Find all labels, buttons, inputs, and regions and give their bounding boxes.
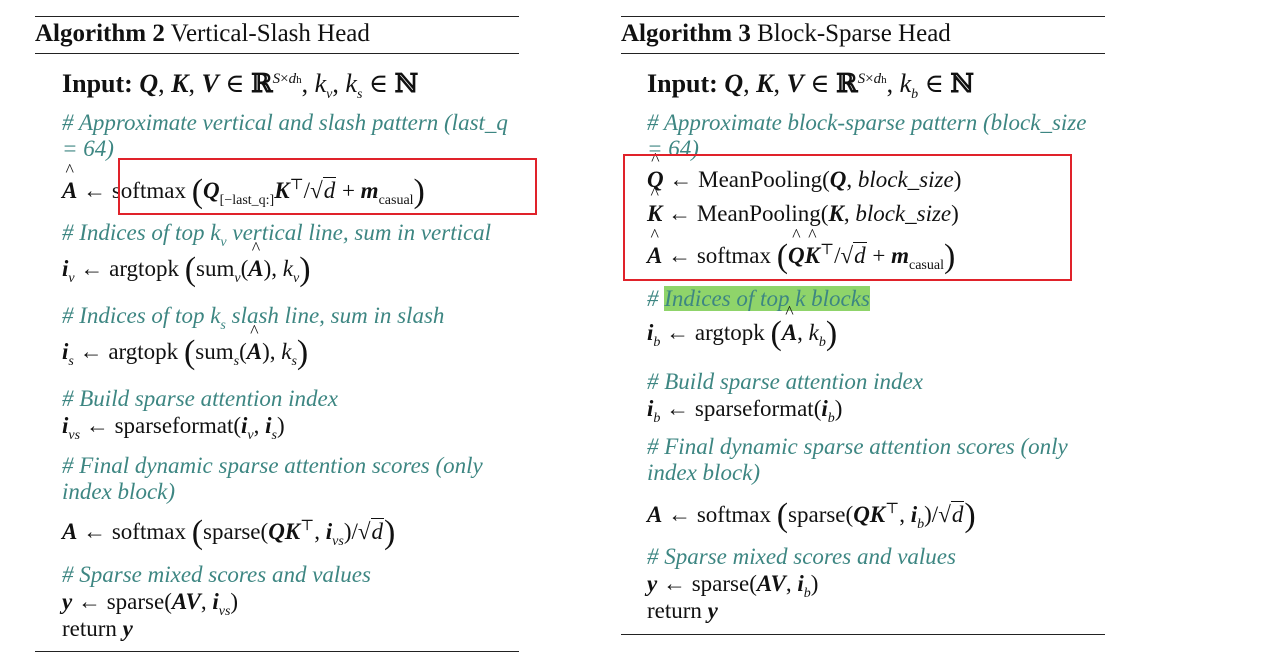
algo2-comment-final: # Final dynamic sparse attention scores … xyxy=(62,453,483,505)
algo3-block-size-k: block_size xyxy=(855,201,952,226)
algo3-input-label: Input: xyxy=(647,69,718,98)
algo3-ahat-line: A^ ← softmax (Q^K^⊤/√d + mcasual) xyxy=(647,225,956,275)
algo2-a-line: A ← softmax (sparse(QK⊤, ivs)/√d) xyxy=(62,514,396,551)
algo3-comment-indices: # Indices of top k blocks xyxy=(647,286,870,312)
algo3-meanpooling-k: MeanPooling xyxy=(696,201,821,226)
algo2-casual-sub: casual xyxy=(378,193,414,208)
algo2-header-rule xyxy=(35,53,519,54)
algo3-a-line: A ← softmax (sparse(QK⊤, ib)/√d) xyxy=(647,497,976,534)
algo3-khat-line: K^ ← MeanPooling(K, block_size) xyxy=(647,183,959,226)
algo3-title-number: Algorithm 3 xyxy=(621,20,751,47)
algo2-input-label: Input: xyxy=(62,69,133,98)
algo3-softmax-fn: softmax xyxy=(696,243,771,268)
algo2-softmax-final: softmax xyxy=(111,519,186,544)
algo2-comment-vertical: # Indices of top kv vertical line, sum i… xyxy=(62,220,492,250)
algo2-comment-final-line1: # Final dynamic sparse attention scores … xyxy=(62,453,483,478)
algo3-comment-approximate: # Approximate block-sparse pattern (bloc… xyxy=(647,110,1086,162)
algo2-comment-slash-a: # Indices of top xyxy=(62,303,205,328)
algo2-comment-slash: # Indices of top ks slash line, sum in s… xyxy=(62,303,445,333)
algo2-top-rule xyxy=(35,16,519,17)
algo2-title: Algorithm 2 Vertical-Slash Head xyxy=(35,20,370,48)
algo2-return-kw: return xyxy=(62,616,117,641)
algo3-sparse-fn: sparse xyxy=(788,502,846,527)
algo2-sparse-fn: sparse xyxy=(203,519,261,544)
algo2-bottom-rule xyxy=(35,651,519,652)
algo3-argtopk-fn: argtopk xyxy=(694,320,765,345)
algo3-return-line: return y xyxy=(647,598,718,623)
algo3-return-kw: return xyxy=(647,598,702,623)
algo2-iv-line: iv ← argtopk (sumv(A^), kv) xyxy=(62,238,311,288)
algo3-casual-sub: casual xyxy=(909,258,944,273)
algo3-input-line: Input: Q, K, V ∈ ℝS×dh, kb ∈ ℕ xyxy=(647,69,975,103)
algo3-sparseformat-line: ib ← sparseformat(ib) xyxy=(647,396,843,426)
algo2-sparseformat-fn: sparseformat xyxy=(114,413,234,438)
algo3-ib-line: ib ← argtopk (A^, kb) xyxy=(647,302,838,352)
algo3-sparse-y: sparse xyxy=(691,571,750,596)
algo2-comment-vertical-a: # Indices of top xyxy=(62,220,205,245)
algo3-comment-approximate-line1: # Approximate block-sparse pattern (bloc… xyxy=(647,110,1087,135)
algo3-comment-final-line2: index block) xyxy=(647,460,761,485)
algo2-softmax-line: A^ ← softmax (Q[−last_q:]K⊤/√d + mcasual… xyxy=(62,160,425,210)
algo3-softmax-final: softmax xyxy=(696,502,771,527)
algo3-top-rule xyxy=(621,16,1105,17)
algo3-block-size-q: block_size xyxy=(857,167,954,192)
algo3-comment-indices-highlight: Indices of top k blocks xyxy=(664,286,870,311)
algo2-comment-slash-b: slash line, sum in slash xyxy=(231,303,445,328)
algo2-return-line: return y xyxy=(62,616,133,641)
algo2-comment-mixed: # Sparse mixed scores and values xyxy=(62,562,371,587)
algo2-sparse-y: sparse xyxy=(106,589,165,614)
algo3-y-line: y ← sparse(AV, ib) xyxy=(647,571,819,601)
algo2-comment-build: # Build sparse attention index xyxy=(62,386,338,411)
algo2-y-line: y ← sparse(AV, ivs) xyxy=(62,589,239,619)
algo3-title-name: Block-Sparse Head xyxy=(757,20,951,47)
algo3-comment-indices-prefix: # xyxy=(647,286,659,311)
algo3-title: Algorithm 3 Block-Sparse Head xyxy=(621,20,951,48)
algo2-softmax-fn: softmax xyxy=(111,178,186,203)
algo3-qhat-line: Q^ ← MeanPooling(Q, block_size) xyxy=(647,149,962,192)
algo2-comment-approximate-line1: # Approximate vertical and slash pattern… xyxy=(62,110,508,135)
algo2-highlight-box xyxy=(118,158,537,215)
algo2-comment-final-line2: index block) xyxy=(62,479,176,504)
algo3-meanpooling-q: MeanPooling xyxy=(698,167,823,192)
algo2-comment-approximate: # Approximate vertical and slash pattern… xyxy=(62,110,508,162)
algo3-comment-final: # Final dynamic sparse attention scores … xyxy=(647,434,1068,486)
algo2-argtopk-s: argtopk xyxy=(108,339,179,364)
algo2-input-line: Input: Q, K, V ∈ ℝS×dh, kv, ks ∈ ℕ xyxy=(62,69,419,103)
algo3-comment-mixed: # Sparse mixed scores and values xyxy=(647,544,956,569)
algo3-header-rule xyxy=(621,53,1105,54)
algo2-last-q: [−last_q:] xyxy=(219,193,275,208)
algo2-ivs-line: ivs ← sparseformat(iv, is) xyxy=(62,413,285,443)
algo2-title-name: Vertical-Slash Head xyxy=(170,20,370,47)
algo2-argtopk-v: argtopk xyxy=(109,256,179,281)
algo2-comment-approximate-line2: = 64) xyxy=(62,136,114,161)
algo2-title-number: Algorithm 2 xyxy=(35,20,165,47)
algo3-sparseformat-fn: sparseformat xyxy=(694,396,814,421)
algo3-bottom-rule xyxy=(621,634,1105,635)
algo3-comment-final-line1: # Final dynamic sparse attention scores … xyxy=(647,434,1068,459)
algo3-comment-approximate-line2: = 64) xyxy=(647,136,699,161)
algo2-is-line: is ← argtopk (sums(A^), ks) xyxy=(62,321,309,371)
algo3-comment-build: # Build sparse attention index xyxy=(647,369,923,394)
algo2-comment-vertical-b: vertical line, sum in vertical xyxy=(232,220,492,245)
algo3-highlight-box xyxy=(623,154,1072,281)
